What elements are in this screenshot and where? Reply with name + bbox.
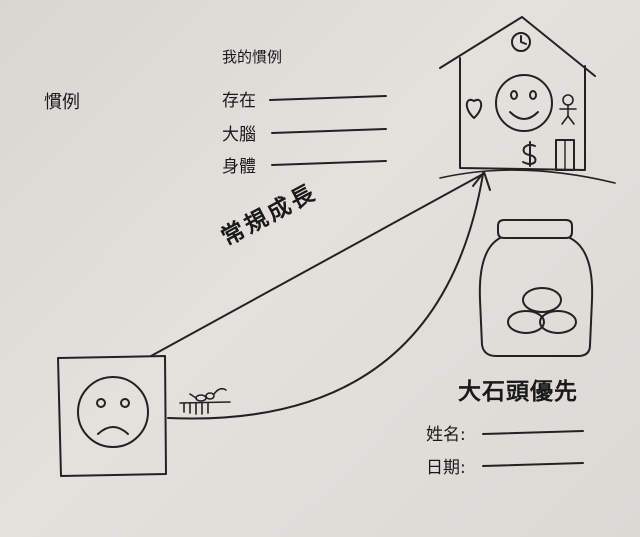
habit-title: 慣例 [44, 92, 80, 113]
name-field-label: 姓名: [426, 425, 466, 445]
rock-icon [507, 287, 577, 334]
clock-icon [511, 32, 531, 52]
curve-path [167, 173, 484, 420]
my-habits-heading: 我的慣例 [222, 48, 283, 66]
name-line [482, 430, 584, 435]
jar-icon [478, 219, 594, 357]
growth-line [150, 173, 484, 357]
ant-icon [179, 387, 231, 415]
stick-figure-icon [559, 94, 577, 125]
heart-icon [465, 98, 483, 119]
dollar-icon [522, 141, 537, 167]
habit-item-existence: 存在 [222, 91, 256, 111]
date-field-label: 日期: [426, 458, 466, 478]
sad-face-icon [57, 355, 167, 477]
habit-item-brain: 大腦 [222, 125, 256, 145]
habit-item-body: 身體 [222, 157, 256, 177]
house-icon [439, 16, 616, 184]
smiley-face-icon [495, 74, 553, 132]
habit-line-2 [271, 128, 387, 134]
door-icon [555, 139, 575, 171]
habit-line-1 [269, 95, 387, 101]
date-line [482, 462, 584, 467]
big-rocks-title: 大石頭優先 [458, 379, 578, 405]
habit-line-3 [271, 160, 387, 166]
